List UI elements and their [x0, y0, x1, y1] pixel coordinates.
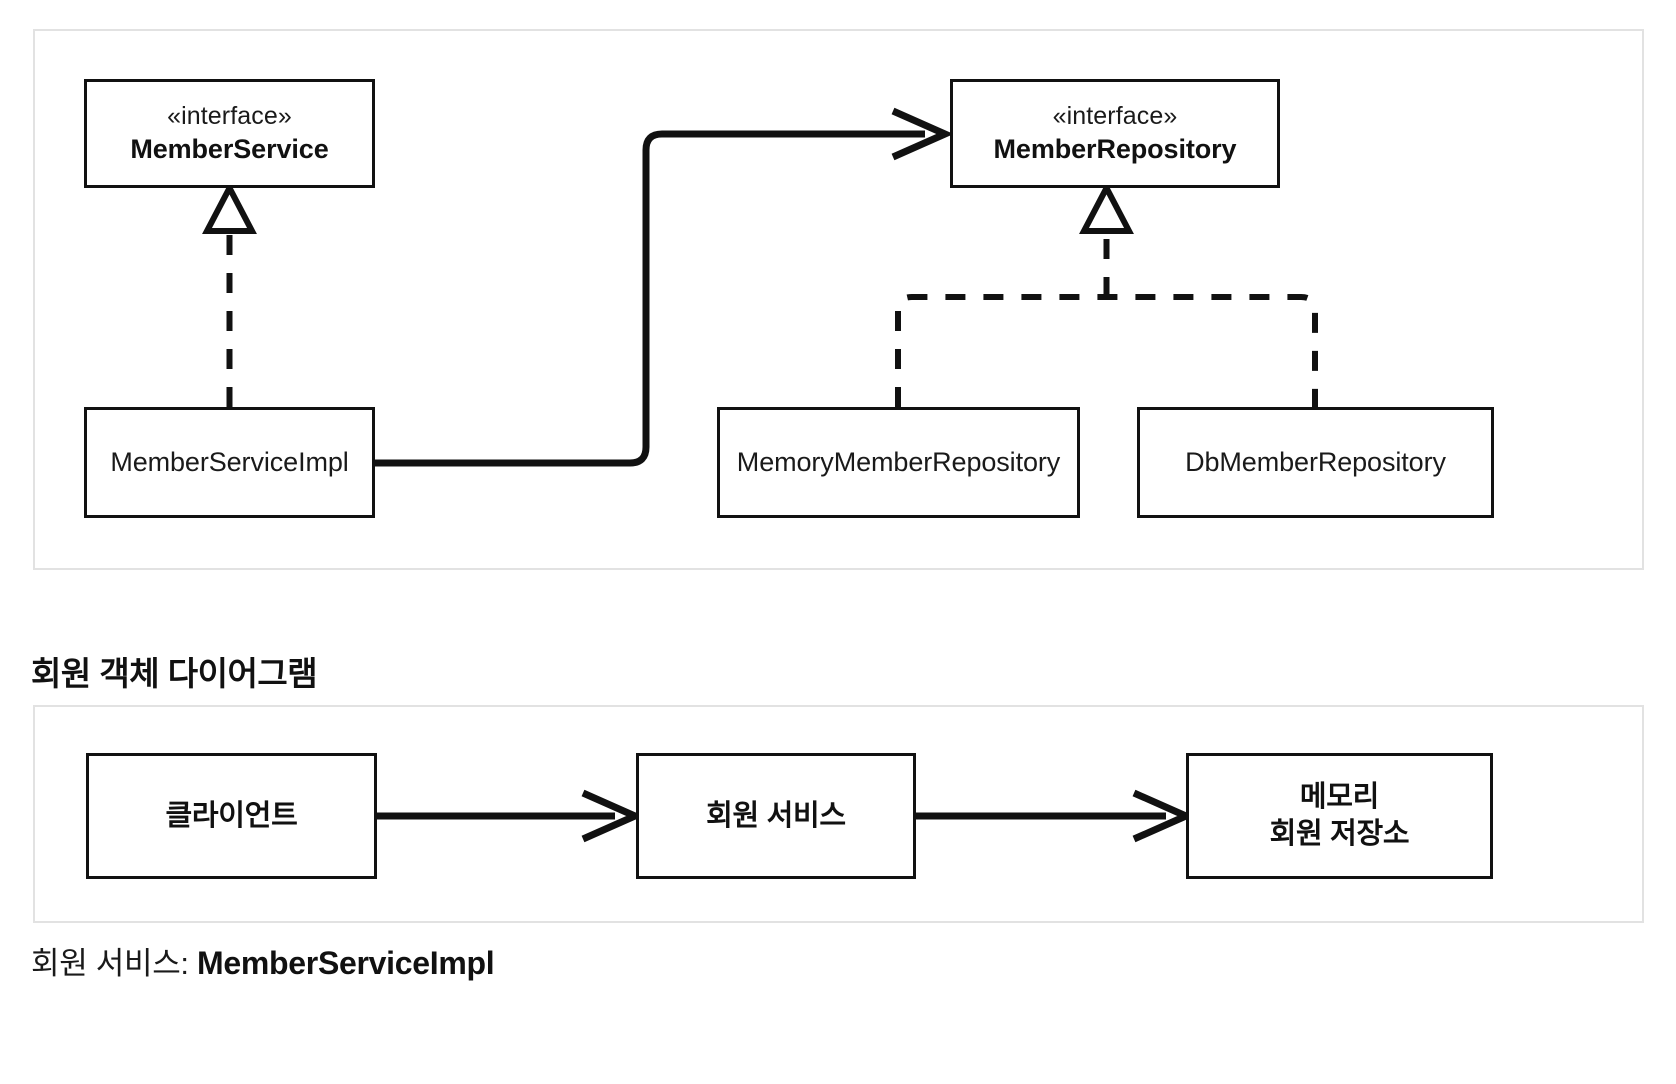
stereotype-label: «interface» [1052, 101, 1178, 130]
realization-impl-to-service [202, 181, 257, 407]
object-box-label: 회원 서비스 [706, 799, 846, 832]
caption-value: MemberServiceImpl [197, 945, 495, 981]
section-heading: 회원 객체 다이어그램 [31, 655, 318, 692]
object-box-client[interactable]: 클라이언트 [86, 753, 377, 879]
class-box-member-service[interactable]: «interface» MemberService [84, 79, 375, 188]
class-name-label: MemberRepository [993, 134, 1237, 165]
stereotype-label: «interface» [167, 101, 292, 130]
class-box-member-service-impl[interactable]: MemberServiceImpl [84, 407, 375, 518]
object-box-label: 클라이언트 [165, 799, 298, 832]
class-box-member-repository[interactable]: «interface» MemberRepository [950, 79, 1280, 188]
class-diagram-connectors: MemberRepository --> [202, 107, 1318, 467]
object-diagram-connectors [377, 789, 1195, 843]
class-name-label: MemoryMemberRepository [736, 447, 1061, 478]
class-name-label: MemberService [130, 134, 329, 165]
object-box-label-line1: 메모리 [1299, 781, 1380, 814]
class-box-db-member-repository[interactable]: DbMemberRepository [1137, 407, 1494, 518]
class-name-label: DbMemberRepository [1185, 447, 1446, 478]
realization-repos-to-repository [895, 181, 1318, 407]
object-box-memory-store[interactable]: 메모리 회원 저장소 [1186, 753, 1493, 879]
association-impl-to-repository [375, 107, 954, 467]
caption: 회원 서비스: MemberServiceImpl [31, 938, 495, 983]
class-diagram-panel: MemberRepository --> «interface» MemberS… [33, 29, 1644, 570]
object-box-member-service[interactable]: 회원 서비스 [636, 753, 916, 879]
arrow-service-to-store [916, 789, 1195, 843]
caption-label: 회원 서비스: [31, 946, 198, 981]
object-box-label-line2: 회원 저장소 [1269, 818, 1410, 850]
arrow-client-to-service [377, 789, 644, 843]
object-diagram-panel: 클라이언트 회원 서비스 메모리 회원 저장소 [33, 705, 1644, 923]
class-name-label: MemberServiceImpl [110, 447, 349, 478]
class-box-memory-member-repository[interactable]: MemoryMemberRepository [717, 407, 1080, 518]
